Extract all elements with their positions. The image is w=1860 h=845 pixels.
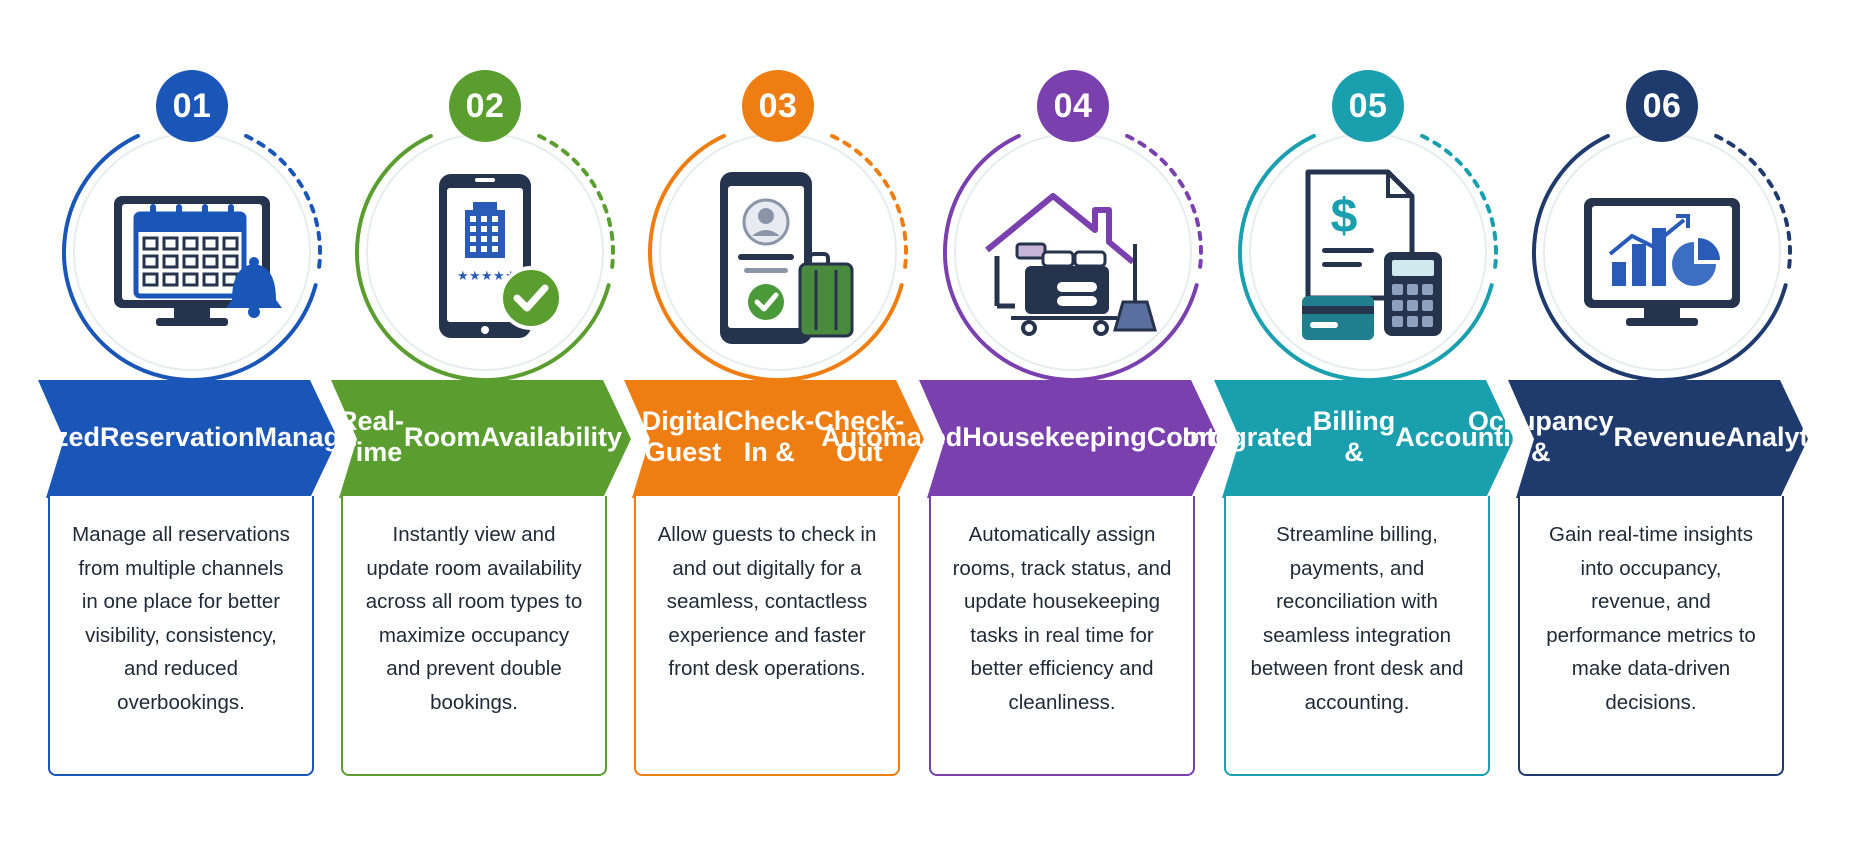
step-ring: $ <box>1238 133 1498 382</box>
step-title-line: Integrated <box>1182 421 1313 452</box>
step-title-line: Automated <box>821 421 963 452</box>
step-title-line: Real-Time <box>337 406 404 467</box>
step-ring <box>943 133 1203 382</box>
svg-text:★: ★ <box>469 269 481 284</box>
step-title-line: Housekeeping <box>962 421 1147 452</box>
step-ring <box>1532 133 1792 382</box>
invoice-card-calculator-icon: $ <box>1302 169 1442 340</box>
step-title-line: Room <box>403 421 481 452</box>
step-banner <box>38 380 338 498</box>
step-number-badge: 01 <box>156 70 228 142</box>
step-02: ★★★★★02Real-TimeRoomAvailabilityInstantl… <box>331 0 635 845</box>
step-title-line: Digital Guest <box>641 406 725 467</box>
step-description: Allow guests to check in and out digital… <box>634 496 900 776</box>
step-title-line: Centralized <box>0 421 100 452</box>
step-number-badge: 03 <box>742 70 814 142</box>
step-banner <box>624 380 924 498</box>
step-banner <box>919 380 1219 498</box>
step-title-line: Availability <box>480 421 623 452</box>
step-banner <box>1508 380 1808 498</box>
step-ring: ★★★★★ <box>355 133 615 382</box>
svg-text:★: ★ <box>481 269 493 284</box>
step-title-line: Occupancy & <box>1467 406 1614 467</box>
step-number-badge: 06 <box>1626 70 1698 142</box>
step-description: Instantly view and update room availabil… <box>341 496 607 776</box>
calendar-monitor-bell-icon <box>114 196 282 326</box>
step-banner <box>331 380 631 498</box>
svg-text:$: $ <box>1331 190 1358 243</box>
svg-text:★: ★ <box>493 269 505 284</box>
phone-guest-luggage-icon <box>720 172 854 344</box>
step-description: Streamline billing, payments, and reconc… <box>1224 496 1490 776</box>
step-description: Gain real-time insights into occupancy, … <box>1518 496 1784 776</box>
step-01: 01CentralizedReservationManagementManage… <box>0 0 420 845</box>
step-ring <box>62 133 322 382</box>
step-banner <box>1214 380 1514 498</box>
step-title-line: Billing & <box>1312 406 1396 467</box>
step-title-line: Check-Out <box>814 406 905 467</box>
step-description: Automatically assign rooms, track status… <box>929 496 1195 776</box>
step-title-line: Check-In & <box>724 406 815 467</box>
step-title-line: Analytics <box>1726 421 1847 452</box>
step-number-badge: 02 <box>449 70 521 142</box>
step-title-line: Revenue <box>1613 421 1727 452</box>
step-title: CentralizedReservationManagement <box>0 382 420 492</box>
phone-hotel-check-icon: ★★★★★ <box>439 174 563 338</box>
step-title-line: Accounting <box>1395 421 1544 452</box>
analytics-monitor-icon <box>1584 198 1740 326</box>
svg-text:★: ★ <box>457 269 469 284</box>
house-cart-broom-icon <box>985 193 1157 336</box>
step-title-line: Reservation <box>99 421 255 452</box>
step-number-badge: 05 <box>1332 70 1404 142</box>
step-number-badge: 04 <box>1037 70 1109 142</box>
step-ring <box>648 133 908 382</box>
step-description: Manage all reservations from multiple ch… <box>48 496 314 776</box>
